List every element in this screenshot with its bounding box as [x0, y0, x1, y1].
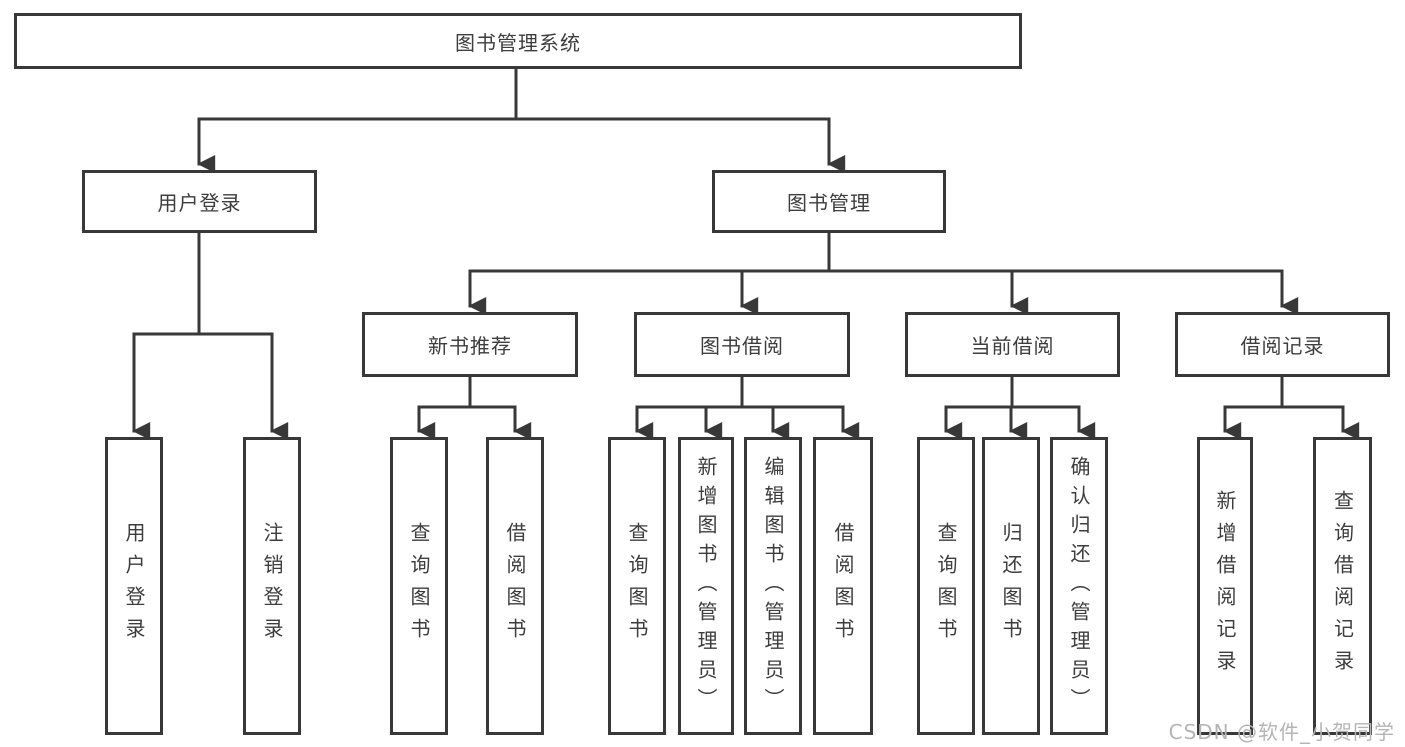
leaf-confirm-return-admin: 确认归还（管理员） — [1050, 437, 1108, 735]
leaf-query-books-recommend-label: 查询图书 — [407, 522, 431, 650]
leaf-query-borrow-record-label: 查询借阅记录 — [1330, 490, 1355, 682]
leaf-borrow-books-borrowing: 借阅图书 — [813, 437, 873, 735]
leaf-return-books: 归还图书 — [982, 437, 1040, 735]
leaf-borrow-books-recommend: 借阅图书 — [486, 437, 544, 735]
leaf-query-books-current-label: 查询图书 — [934, 522, 958, 650]
node-new-book-recommendation: 新书推荐 — [362, 312, 578, 377]
leaf-borrow-books-recommend-label: 借阅图书 — [503, 522, 527, 650]
csdn-watermark: CSDN @软件_小贺同学 — [1168, 720, 1395, 744]
node-user-login: 用户登录 — [82, 170, 317, 233]
leaf-logout: 注销登录 — [243, 437, 301, 735]
leaf-logout-label: 注销登录 — [260, 522, 284, 650]
node-library-management-system: 图书管理系统 — [14, 13, 1022, 69]
leaf-add-borrow-record: 新增借阅记录 — [1197, 437, 1253, 735]
leaf-borrow-books-borrowing-label: 借阅图书 — [831, 522, 855, 650]
leaf-query-books-borrowing-label: 查询图书 — [625, 522, 649, 650]
leaf-return-books-label: 归还图书 — [999, 522, 1023, 650]
leaf-add-books-admin-label: 新增图书（管理员） — [694, 455, 718, 717]
leaf-add-borrow-record-label: 新增借阅记录 — [1213, 490, 1237, 682]
leaf-edit-books-admin: 编辑图书（管理员） — [744, 437, 802, 735]
leaf-confirm-return-admin-label: 确认归还（管理员） — [1067, 455, 1091, 717]
node-current-borrowing: 当前借阅 — [905, 312, 1120, 377]
leaf-query-books-recommend: 查询图书 — [390, 437, 448, 735]
leaf-add-books-admin: 新增图书（管理员） — [678, 437, 734, 735]
leaf-edit-books-admin-label: 编辑图书（管理员） — [761, 455, 785, 717]
node-book-borrowing: 图书借阅 — [634, 312, 850, 377]
leaf-user-login: 用户登录 — [105, 437, 163, 735]
leaf-user-login-label: 用户登录 — [122, 522, 146, 650]
node-book-management: 图书管理 — [712, 170, 946, 233]
leaf-query-books-borrowing: 查询图书 — [608, 437, 666, 735]
leaf-query-books-current: 查询图书 — [917, 437, 975, 735]
leaf-query-borrow-record: 查询借阅记录 — [1313, 437, 1372, 735]
node-borrowing-records: 借阅记录 — [1175, 312, 1390, 377]
